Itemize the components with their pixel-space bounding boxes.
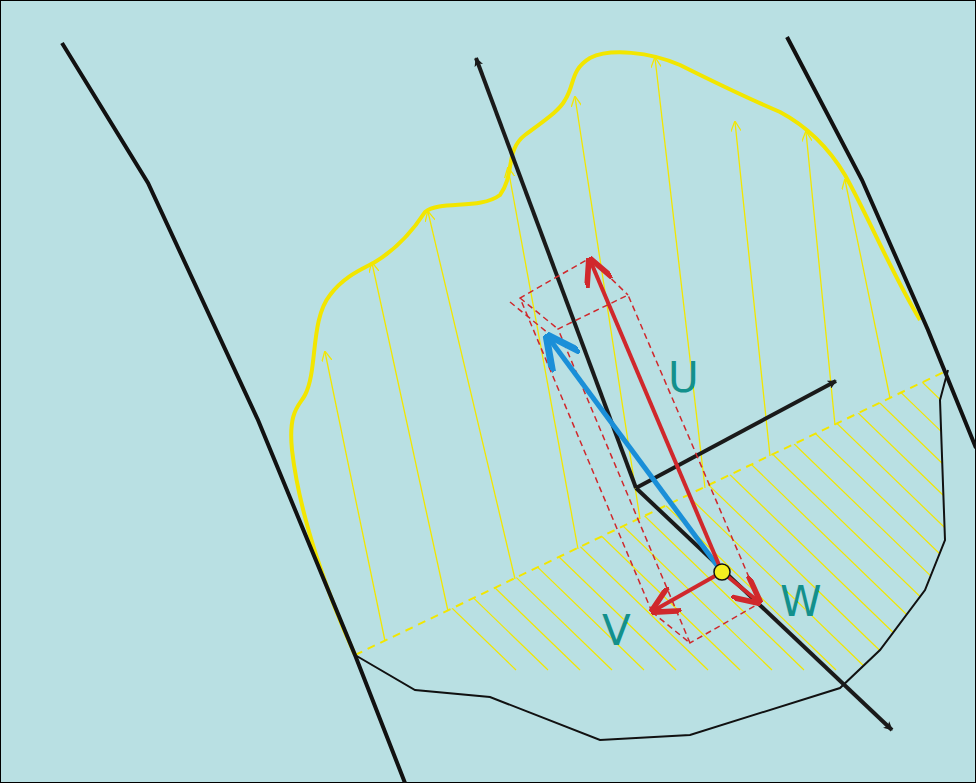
velocity-profile-curve (291, 52, 920, 655)
component-label-w: W (780, 581, 822, 623)
u-component (590, 260, 722, 572)
component-box (510, 258, 760, 643)
axis-transverse (636, 381, 836, 488)
component-label-v: V (602, 610, 631, 652)
point-marker (714, 564, 730, 580)
component-label-u: U (668, 357, 699, 399)
right-bank (787, 37, 976, 448)
axis-vertical (636, 488, 892, 730)
v-component (653, 572, 722, 611)
velocity-profile-arrows (325, 58, 890, 641)
left-bank (62, 43, 405, 783)
velocity-vector (548, 337, 722, 572)
section-outline (355, 370, 948, 740)
